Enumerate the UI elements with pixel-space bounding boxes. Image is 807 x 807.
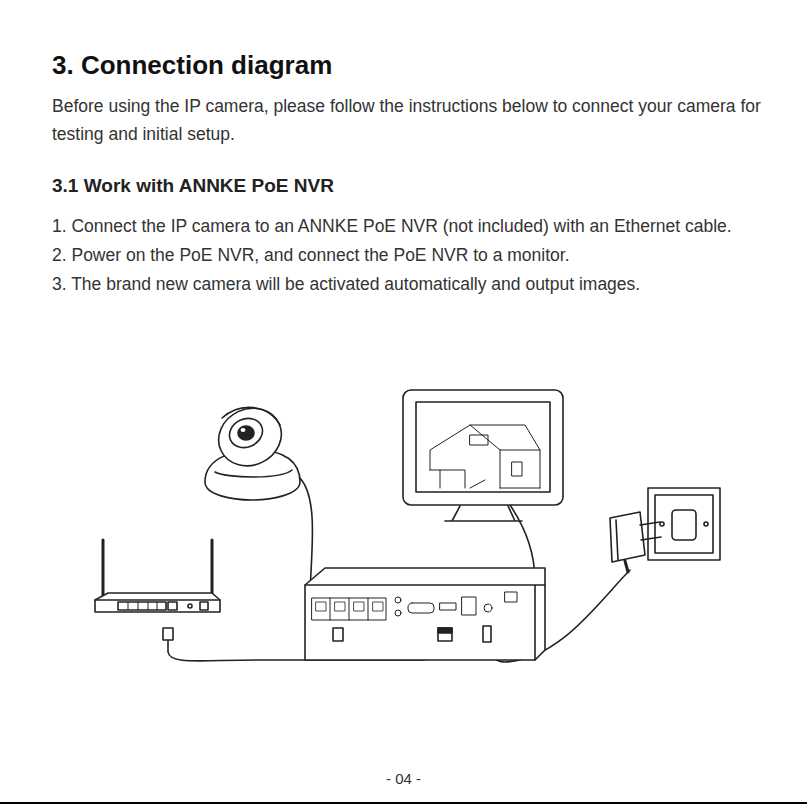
- monitor: [403, 390, 563, 521]
- power-outlet: [648, 488, 720, 560]
- step-item: 1. Connect the IP camera to an ANNKE PoE…: [52, 214, 787, 239]
- poe-nvr: [305, 568, 545, 660]
- step-item: 2. Power on the PoE NVR, and connect the…: [52, 243, 787, 268]
- step-item: 3. The brand new camera will be activate…: [52, 272, 787, 297]
- intro-paragraph: Before using the IP camera, please follo…: [52, 92, 772, 148]
- section-heading: 3.1 Work with ANNKE PoE NVR: [52, 175, 334, 197]
- page-number: - 04 -: [0, 770, 807, 787]
- power-adapter: [610, 512, 661, 572]
- page-rule: [0, 802, 807, 804]
- dome-camera: [205, 398, 300, 500]
- router: [95, 540, 220, 640]
- page-title: 3. Connection diagram: [52, 50, 332, 81]
